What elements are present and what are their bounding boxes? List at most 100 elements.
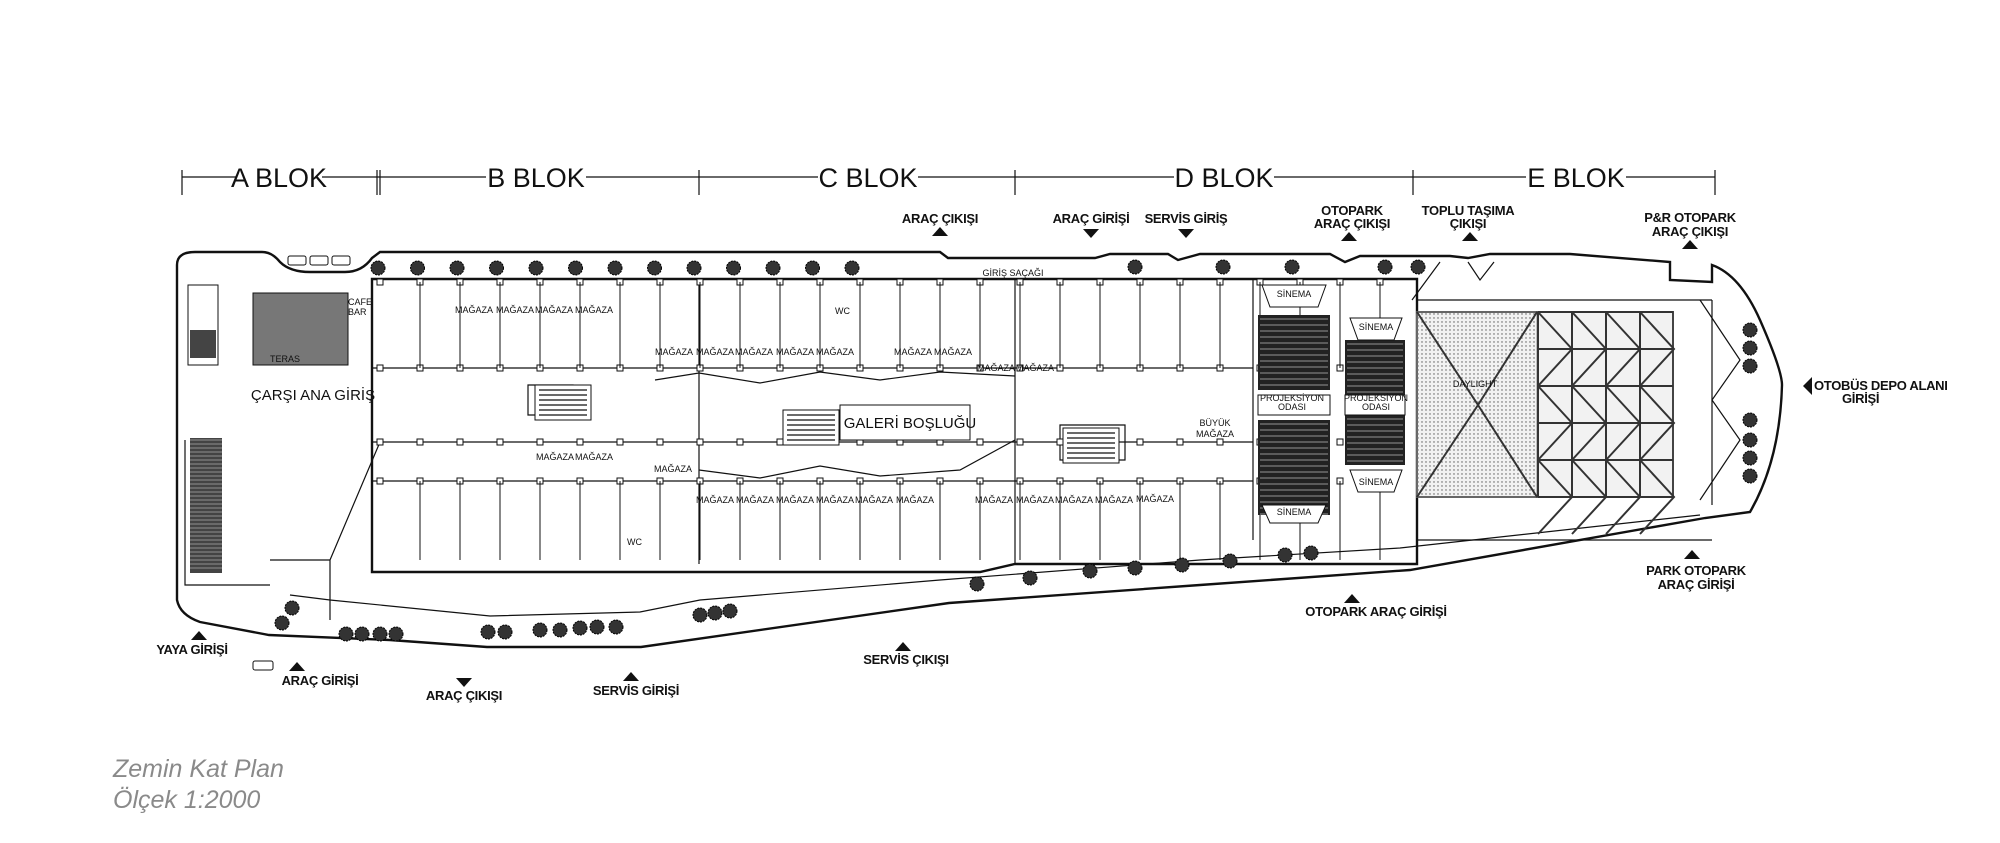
block-e-label: E BLOK — [1527, 163, 1625, 193]
triangle-up-icon — [1684, 550, 1700, 559]
plan-details — [187, 255, 1758, 642]
column-marker — [656, 438, 664, 446]
column-marker — [1336, 438, 1344, 446]
shop-label: MAĞAZA — [934, 347, 972, 357]
triangle-up-icon — [1344, 594, 1360, 603]
cinema-seating — [1345, 340, 1405, 395]
sinema-label-1: SİNEMA — [1277, 289, 1312, 299]
planter-icon — [190, 330, 216, 358]
tree-icon — [274, 615, 290, 631]
column-marker — [1016, 438, 1024, 446]
column-marker — [376, 477, 384, 485]
pr-otopark-label-1: P&R OTOPARK — [1644, 210, 1736, 225]
shop-label: MAĞAZA — [496, 305, 534, 315]
car-icon — [309, 255, 329, 266]
cinema-screen — [1261, 504, 1327, 524]
triangle-down-icon — [1178, 229, 1194, 238]
escalator-icon — [782, 409, 840, 446]
tree-icon — [722, 603, 738, 619]
tree-icon — [1222, 553, 1238, 569]
column-marker — [736, 438, 744, 446]
escalator-icon — [1062, 427, 1120, 464]
block-dimension-bar: A BLOK B BLOK C BLOK D BLOK E BLOK — [181, 160, 1716, 195]
car-icon — [287, 255, 307, 266]
shop-label: MAĞAZA — [1136, 494, 1174, 504]
otopark-arac-cikisi-label-2: ARAÇ ÇIKIŞI — [1314, 216, 1390, 231]
tree-icon — [552, 622, 568, 638]
tree-icon — [1174, 557, 1190, 573]
column-marker — [976, 438, 984, 446]
column-marker — [496, 438, 504, 446]
tree-icon — [480, 624, 496, 640]
tree-icon — [608, 619, 624, 635]
sinema-label-4: SİNEMA — [1277, 507, 1312, 517]
tree-icon — [692, 607, 708, 623]
shop-label: MAĞAZA — [575, 305, 613, 315]
park-otopark-label-1: PARK OTOPARK — [1646, 563, 1747, 578]
triangle-up-icon — [289, 662, 305, 671]
column-marker — [576, 438, 584, 446]
triangle-up-icon — [623, 672, 639, 681]
tree-icon — [568, 260, 583, 276]
arac-girisi-bottom-label: ARAÇ GİRİŞİ — [282, 673, 359, 688]
shop-label: MAĞAZA — [855, 495, 893, 505]
shop-label: MAĞAZA — [736, 495, 774, 505]
tree-icon — [1303, 545, 1319, 561]
tree-icon — [607, 260, 623, 276]
block-a-label: A BLOK — [231, 163, 327, 193]
block-c-label: C BLOK — [818, 163, 917, 193]
shop-label: MAĞAZA — [776, 495, 814, 505]
shop-label: MAĞAZA — [977, 363, 1015, 373]
servis-girisi-bottom-label: SERVİS GİRİŞİ — [593, 683, 679, 698]
tree-icon — [969, 576, 985, 592]
tree-icon — [1377, 259, 1393, 275]
tree-icon — [1082, 563, 1098, 579]
tree-icon — [1277, 547, 1293, 563]
shop-label: MAĞAZA — [816, 347, 854, 357]
shop-label: MAĞAZA — [535, 305, 573, 315]
wc-label-1: WC — [835, 306, 850, 316]
cinema-screen — [1261, 284, 1327, 308]
projection-room — [1344, 394, 1406, 416]
tree-icon — [1284, 259, 1300, 275]
toplu-tasima-cikisi-label-2: ÇIKIŞI — [1450, 216, 1486, 231]
buyuk-magaza-label-1: BÜYÜK — [1199, 418, 1230, 428]
servis-cikisi-label: SERVİS ÇIKIŞI — [863, 652, 948, 667]
giris-sacagi-label: GİRİŞ SAÇAĞI — [982, 268, 1043, 278]
cinema-screen — [1349, 469, 1403, 493]
shop-label: MAĞAZA — [1016, 363, 1054, 373]
tree-icon — [354, 626, 370, 642]
projeksiyon-label-2a: PROJEKSİYON — [1344, 393, 1408, 403]
toplu-tasima-cikisi-label-1: TOPLU TAŞIMA — [1422, 203, 1516, 218]
otobus-depo-label-2: GİRİŞİ — [1842, 391, 1879, 406]
shop-label: MAĞAZA — [655, 347, 693, 357]
block-b-label: B BLOK — [487, 163, 585, 193]
tree-icon — [528, 260, 544, 276]
tree-icon — [844, 260, 860, 276]
arac-girisi-top-label: ARAÇ GİRİŞİ — [1053, 211, 1130, 226]
column-marker — [456, 438, 464, 446]
cafe-seating — [252, 292, 349, 366]
tree-icon — [410, 260, 425, 276]
tree-icon — [1742, 412, 1758, 428]
column-marker — [1056, 438, 1064, 446]
tree-icon — [338, 626, 354, 642]
shop-label: MAĞAZA — [696, 347, 734, 357]
tree-icon — [1742, 358, 1758, 374]
column-marker — [776, 438, 784, 446]
shop-label: MAĞAZA — [896, 495, 934, 505]
column-marker — [616, 438, 624, 446]
tree-icon — [765, 260, 781, 276]
otobus-depo-label-1: OTOBÜS DEPO ALANI — [1814, 378, 1948, 393]
tree-icon — [1022, 570, 1038, 586]
shop-label: MAĞAZA — [1055, 495, 1093, 505]
car-icon — [252, 660, 274, 671]
bar-label: BAR — [348, 307, 367, 317]
projeksiyon-label-2b: ODASI — [1362, 402, 1390, 412]
tree-icon — [1127, 259, 1143, 275]
triangle-up-icon — [895, 642, 911, 651]
tree-icon — [489, 260, 504, 276]
column-marker — [1216, 438, 1224, 446]
ramp-stairs — [190, 438, 222, 573]
